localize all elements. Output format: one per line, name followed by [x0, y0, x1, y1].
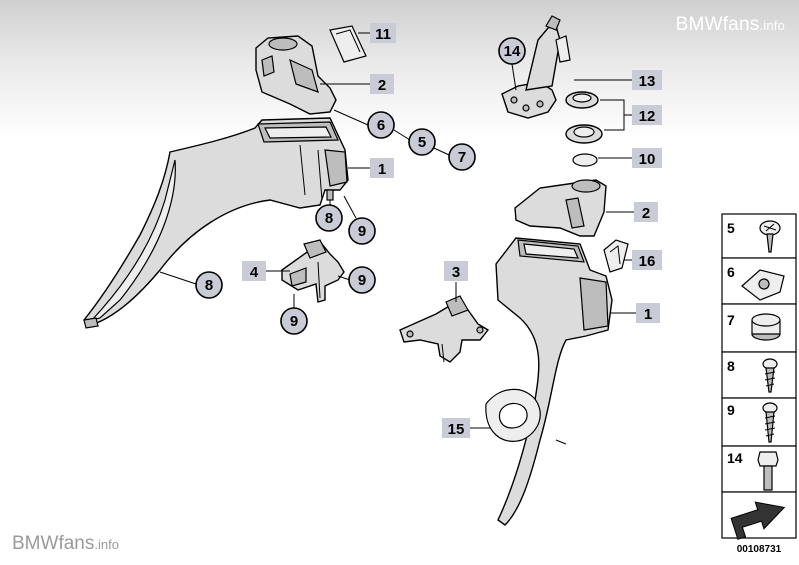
callout-8-lower: 8	[159, 271, 223, 299]
callout-4: 4	[242, 261, 290, 281]
callout-9-right-bracket: 9	[337, 266, 376, 294]
diagram-reference-number: 00108731	[737, 544, 782, 555]
screw-icon-9	[762, 402, 778, 443]
watermark-bottom-brand: BMW	[12, 533, 59, 554]
callout-1-left: 1	[348, 158, 394, 178]
callout-13: 13	[574, 70, 662, 90]
legend-label-5: 5	[727, 220, 735, 236]
callout-9-upper-label: 9	[358, 223, 366, 240]
part-12-ring-set	[565, 91, 603, 144]
callout-4-label: 4	[250, 264, 259, 281]
legend-panel: 5 6 7 8	[721, 213, 797, 555]
callout-16-label: 16	[639, 253, 656, 270]
callout-6: 6	[333, 109, 395, 139]
callout-2-right: 2	[606, 202, 658, 222]
callout-9-lower: 9	[280, 294, 308, 335]
bolt-icon-14	[757, 451, 779, 491]
part-16-trim	[603, 239, 629, 273]
callout-1-right: 1	[610, 303, 660, 323]
callout-7-label: 7	[458, 149, 466, 166]
watermark-bottom-suffix: .info	[94, 537, 119, 552]
legend-cell-9	[721, 397, 797, 447]
legend-label-8: 8	[727, 358, 735, 374]
callout-8-upper: 8	[315, 200, 343, 232]
legend-cell-5	[721, 213, 797, 259]
callout-16: 16	[624, 250, 662, 270]
callout-2-left: 2	[320, 74, 394, 94]
callout-6-label: 6	[377, 117, 385, 134]
part-11-cover	[329, 25, 367, 63]
callout-2-left-label: 2	[378, 77, 386, 94]
callout-3-label: 3	[452, 264, 460, 281]
callout-11-label: 11	[375, 26, 391, 43]
part-1-right-console	[495, 237, 613, 526]
callout-14-top: 14	[498, 37, 526, 91]
callout-13-label: 13	[639, 73, 656, 90]
callout-12-label: 12	[639, 108, 656, 125]
callout-8-upper-label: 8	[325, 210, 333, 227]
part-10-ring	[572, 153, 598, 167]
callout-9-lower-label: 9	[290, 313, 298, 330]
legend-label-6: 6	[727, 264, 735, 280]
screw-icon-5	[759, 220, 781, 253]
part-2-right-top-piece	[514, 179, 607, 237]
callout-1-right-label: 1	[644, 306, 652, 323]
part-14-mount-bracket	[501, 15, 571, 119]
part-3-bracket	[399, 295, 490, 363]
callout-9-upper: 9	[343, 195, 376, 245]
part-1-left-console	[83, 117, 349, 329]
part-15-ring-trim	[485, 388, 541, 442]
callout-1-left-label: 1	[378, 161, 386, 178]
legend-cell-8	[721, 351, 797, 399]
legend-label-9: 9	[727, 402, 735, 418]
callout-12: 12	[600, 99, 662, 131]
clip-nut-icon-6	[741, 269, 785, 301]
legend-label-14: 14	[727, 450, 743, 466]
callout-7: 7	[433, 143, 476, 171]
callout-3: 3	[444, 261, 468, 302]
callout-15: 15	[442, 418, 490, 438]
callout-5-label: 5	[418, 134, 426, 151]
legend-label-7: 7	[727, 312, 735, 328]
callout-15-label: 15	[448, 421, 465, 438]
part-4-bracket	[281, 239, 345, 303]
callout-10-label: 10	[639, 151, 656, 168]
callout-10: 10	[598, 148, 662, 168]
watermark-bottom: BMWfans.info	[12, 533, 119, 555]
callout-11: 11	[358, 23, 396, 43]
callout-8-lower-label: 8	[205, 277, 213, 294]
callout-9-right-bracket-label: 9	[358, 272, 366, 289]
callout-14-top-label: 14	[504, 43, 521, 60]
screw-icon-8	[762, 358, 778, 393]
watermark-top-suffix: .info	[759, 18, 785, 33]
watermark-top: BMWfans.info	[676, 14, 785, 36]
part-2-left-top-piece	[255, 35, 337, 115]
cap-icon-7	[751, 313, 781, 341]
callout-5: 5	[393, 128, 436, 156]
part-8-screw-left	[326, 189, 334, 201]
callout-2-right-label: 2	[642, 205, 650, 222]
watermark-top-main: BMWfans	[675, 14, 760, 35]
watermark-bottom-main: fans	[58, 533, 95, 554]
arrow-icon	[730, 501, 786, 540]
